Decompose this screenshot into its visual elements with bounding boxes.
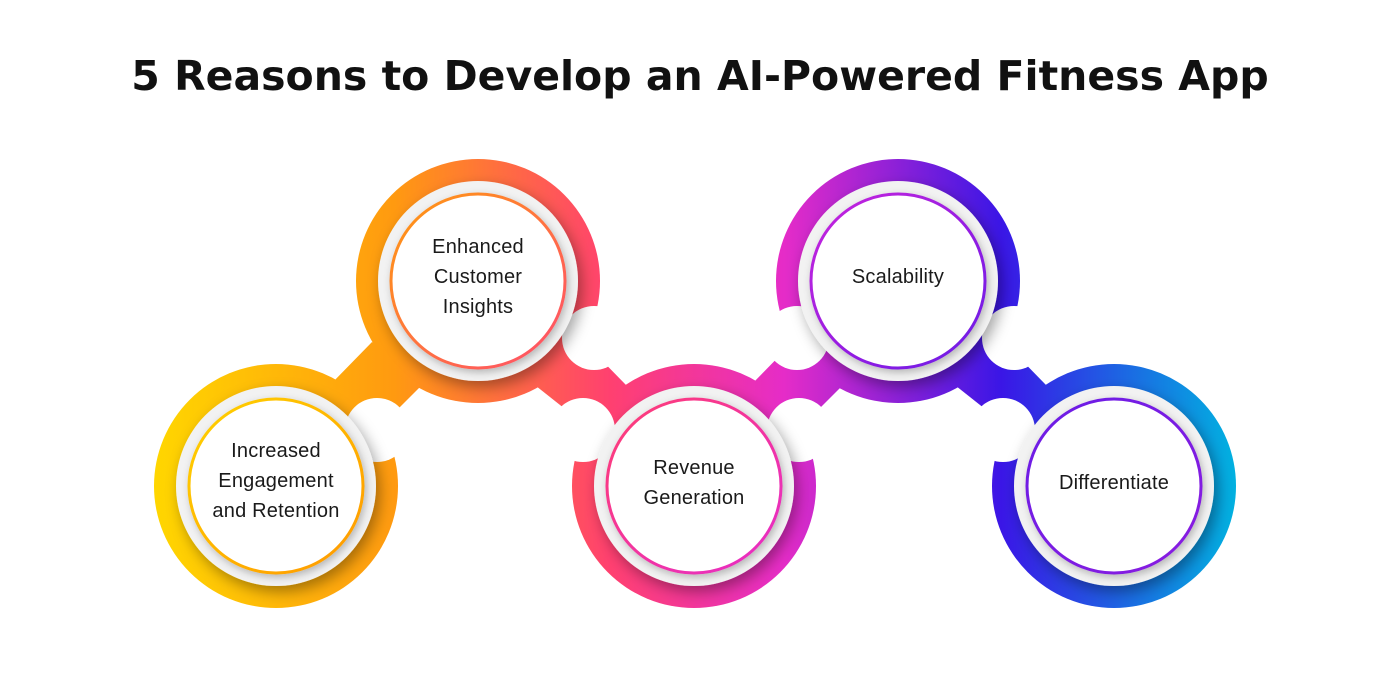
step-node-1	[176, 386, 376, 586]
step-label-customer-insights: Enhanced Customer Insights	[432, 236, 524, 318]
step-label-scalability: Scalability	[851, 266, 945, 288]
band-neck-3	[751, 342, 846, 424]
step-node-4	[798, 181, 998, 381]
band-neck-1	[330, 342, 425, 424]
step-node-5	[1014, 386, 1214, 586]
step-label-revenue: Revenue Generation	[643, 457, 745, 509]
step-label-differentiate: Differentiate	[1058, 472, 1170, 494]
page-title: 5 Reasons to Develop an AI-Powered Fitne…	[131, 52, 1269, 100]
step-node-2	[378, 181, 578, 381]
step-node-3	[594, 386, 794, 586]
step-label-engagement: Increased Engagement and Retention	[212, 440, 340, 522]
